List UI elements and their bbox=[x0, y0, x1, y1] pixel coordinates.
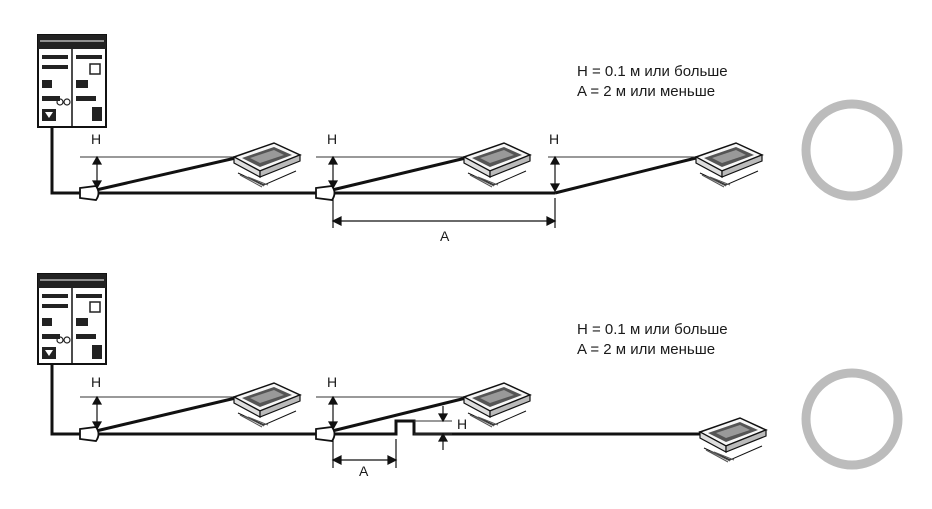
height-requirement-note: H = 0.1 м или больше bbox=[577, 63, 728, 80]
indoor-unit bbox=[694, 142, 764, 188]
height-label: H bbox=[457, 416, 468, 432]
length-dimension bbox=[331, 439, 398, 468]
length-label: A bbox=[359, 463, 369, 479]
length-requirement-note: A = 2 м или меньше bbox=[577, 341, 716, 358]
indoor-unit bbox=[698, 417, 768, 463]
height-label: H bbox=[327, 374, 338, 390]
length-dimension bbox=[331, 198, 557, 228]
branch-pipes bbox=[95, 395, 471, 433]
indoor-unit bbox=[462, 142, 532, 188]
height-requirement-note: H = 0.1 м или больше bbox=[577, 321, 728, 338]
indoor-unit bbox=[232, 142, 302, 188]
branch-pipes bbox=[95, 155, 701, 195]
outdoor-unit bbox=[37, 34, 107, 128]
height-arrow bbox=[549, 155, 561, 193]
height-arrow bbox=[327, 395, 339, 431]
height-arrow bbox=[91, 155, 103, 190]
branch-joint bbox=[315, 426, 336, 442]
branch-joint bbox=[315, 185, 336, 201]
height-label: H bbox=[91, 131, 102, 147]
height-arrow bbox=[327, 155, 339, 190]
height-label: H bbox=[549, 131, 560, 147]
reference-lines bbox=[80, 396, 472, 435]
piping-diagram-bottom: H = 0.1 м или больше A = 2 м или меньше … bbox=[0, 254, 932, 509]
branch-joint bbox=[79, 426, 100, 442]
length-label: A bbox=[440, 228, 450, 244]
indoor-unit bbox=[232, 382, 302, 428]
indoor-unit bbox=[462, 382, 532, 428]
height-label: H bbox=[91, 374, 102, 390]
main-pipe bbox=[50, 364, 704, 436]
main-pipe bbox=[50, 127, 555, 195]
height-arrow bbox=[91, 395, 103, 431]
height-label: H bbox=[327, 131, 338, 147]
piping-diagram-top: H = 0.1 м или больше A = 2 м или меньше … bbox=[0, 0, 932, 254]
piping-drawing bbox=[37, 34, 903, 228]
outdoor-unit bbox=[37, 273, 107, 365]
length-requirement-note: A = 2 м или меньше bbox=[577, 83, 716, 100]
riser-height-arrow bbox=[437, 406, 449, 450]
correct-mark-icon bbox=[801, 368, 903, 470]
branch-joint bbox=[79, 185, 100, 201]
correct-mark-icon bbox=[801, 99, 903, 201]
piping-drawing bbox=[37, 273, 903, 470]
